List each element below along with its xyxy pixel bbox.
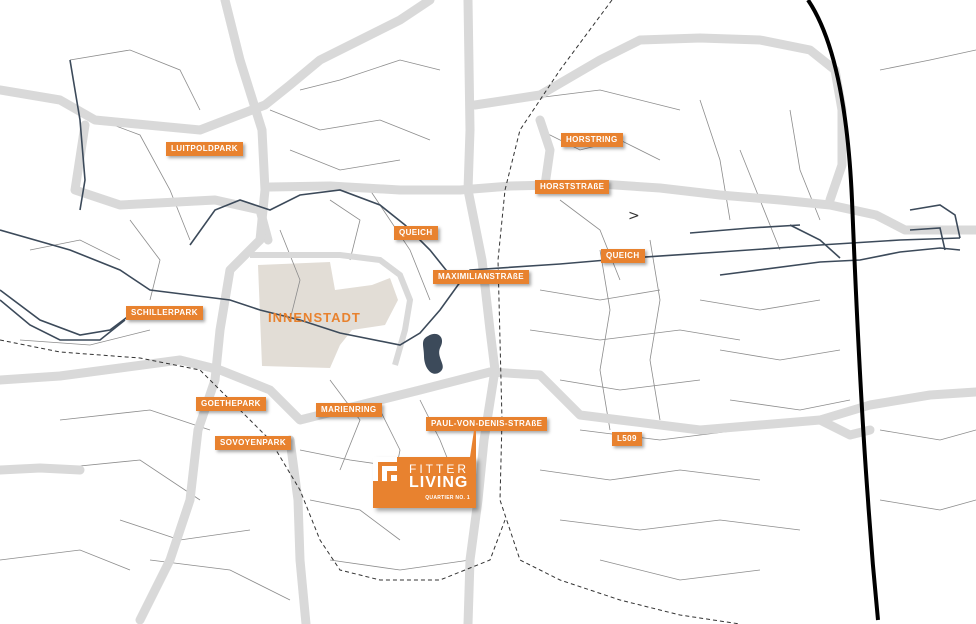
fitter-logo-icon [373,457,397,481]
lake [423,333,443,374]
ring-road [250,252,414,366]
label-queich-north[interactable]: QUEICH [394,226,438,240]
chevron-right-icon: > [628,208,640,224]
label-paul-von-denis-strasse[interactable]: PAUL-VON-DENIS-STRAßE [426,417,548,431]
label-l509[interactable]: L509 [612,432,642,446]
brand-living-text: LIVING [409,474,469,491]
label-goethepark[interactable]: GOETHEPARK [196,397,266,411]
label-maximilianstrasse[interactable]: MAXIMILIANSTRAßE [433,270,529,284]
fitter-living-marker[interactable]: FITTER LIVING QUARTIER NO. 1 [373,417,476,508]
old-town-area [258,262,398,368]
label-marienring[interactable]: MARIENRING [316,403,382,417]
brand-fitter-text: FITTER [409,462,469,476]
label-luitpoldpark[interactable]: LUITPOLDPARK [166,142,243,156]
district-label-innenstadt: INNENSTADT [268,310,361,325]
railway-line [806,0,880,621]
label-queich-east[interactable]: QUEICH [601,249,645,263]
label-horstring[interactable]: HORSTRING [561,133,623,147]
brand-quartier-text: QUARTIER NO. 1 [425,495,470,501]
label-horststrasse[interactable]: HORSTSTRAßE [535,180,610,194]
label-sovoyenpark[interactable]: SOVOYENPARK [215,436,292,450]
label-schillerpark[interactable]: SCHILLERPARK [126,306,203,320]
